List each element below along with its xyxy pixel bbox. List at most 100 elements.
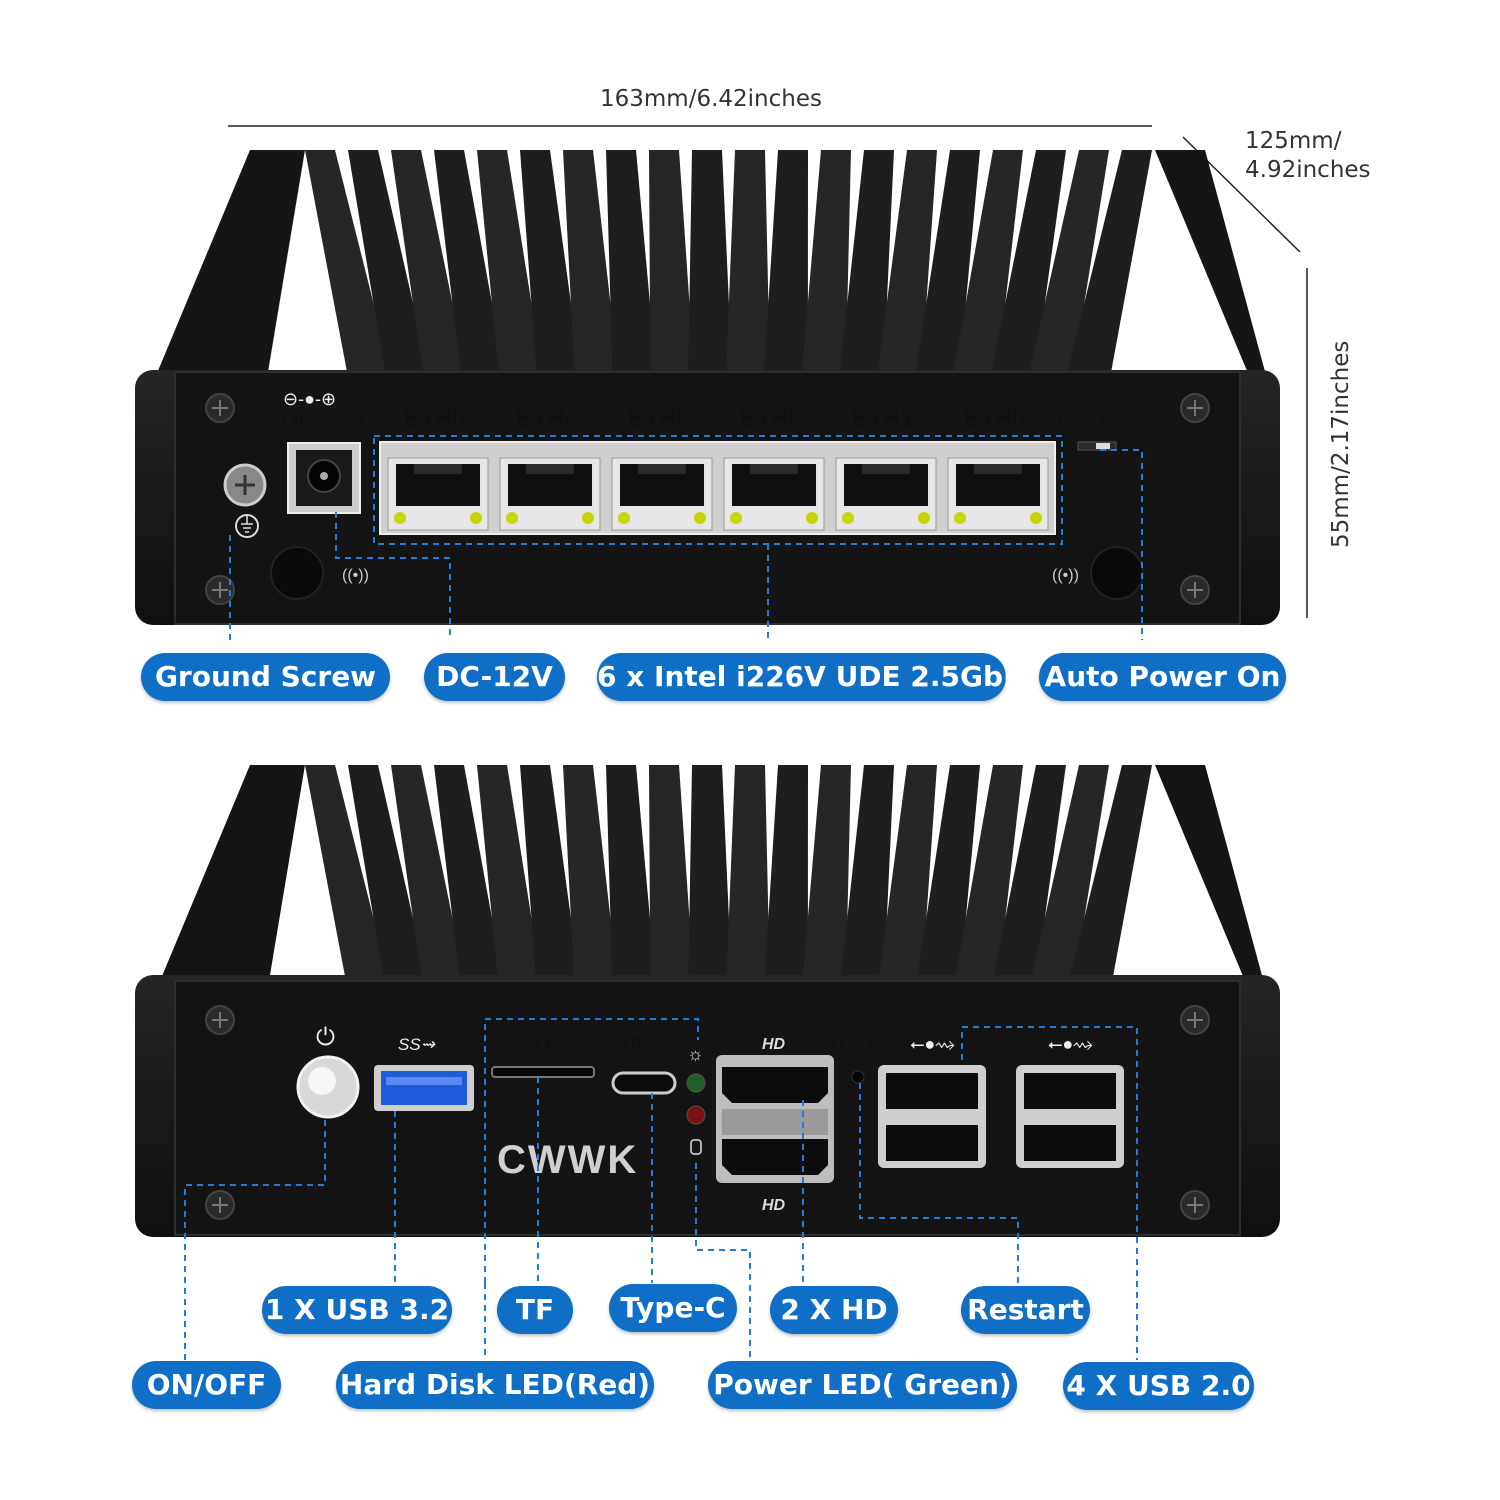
heatsink-fins-front	[150, 765, 1270, 1005]
heatsink-fin	[348, 765, 430, 990]
heatsink-fin	[391, 765, 468, 990]
ethernet-port-label: ETH4	[516, 405, 578, 432]
heatsink-fin	[434, 150, 506, 375]
callout-usb20: 4 X USB 2.0	[1063, 1362, 1254, 1410]
ethernet-port	[387, 457, 489, 531]
callout-typec: Type-C	[609, 1284, 737, 1332]
heatsink-fin	[688, 150, 733, 375]
heatsink-fin	[305, 150, 392, 375]
depth-dimension-line1: 125mm/	[1245, 128, 1342, 154]
heatsink-fin	[763, 150, 808, 375]
auto-power-switch-label: OFF ON	[1057, 412, 1129, 433]
heatsink-fin	[953, 150, 1023, 375]
logo-cwwk: CWWK	[497, 1138, 638, 1182]
callout-auto-power-on: Auto Power On	[1039, 653, 1286, 701]
ethernet-port	[723, 457, 825, 531]
heatsink-fin	[1066, 765, 1152, 990]
heatsink-fin	[1066, 150, 1152, 375]
heatsink-fin	[763, 765, 808, 990]
reset-hole	[851, 1070, 865, 1084]
hd-ports: HD HD	[716, 1036, 834, 1214]
callout-hdd-led: Hard Disk LED(Red)	[336, 1361, 654, 1409]
heatsink-fin	[305, 765, 392, 990]
heatsink-fin	[990, 150, 1066, 375]
reset-label: RST	[830, 1029, 878, 1056]
heatsink-fins	[150, 150, 1270, 390]
heatsink-fin	[649, 150, 695, 375]
heatsink-fin	[520, 765, 581, 990]
svg-text:⊖-●-⊕: ⊖-●-⊕	[283, 389, 336, 409]
depth-dimension-line2: 4.92inches	[1245, 157, 1371, 183]
svg-text:⏻: ⏻	[316, 1024, 335, 1051]
heatsink-fin	[391, 150, 468, 375]
ethernet-port	[611, 457, 713, 531]
ethernet-block	[379, 441, 1056, 535]
ethernet-port	[947, 457, 1049, 531]
heatsink-fin	[839, 150, 894, 375]
callout-usb32: 1 X USB 3.2	[262, 1286, 452, 1334]
ethernet-port	[499, 457, 601, 531]
heatsink-fin	[477, 765, 543, 990]
heatsink-fin	[434, 765, 506, 990]
callout-power-led: Power LED( Green)	[708, 1361, 1017, 1409]
heatsink-fin	[606, 150, 657, 375]
callout-ethernet: 6 x Intel i226V UDE 2.5GbE	[597, 653, 1022, 701]
heatsink-fin	[839, 765, 894, 990]
heatsink-fin	[801, 150, 851, 375]
heatsink-fin	[877, 765, 937, 990]
heatsink-fin	[1028, 150, 1109, 375]
heatsink-fin	[1028, 765, 1109, 990]
rear-device-illustration: ⊖-●-⊕ ((•)) ((•))	[135, 150, 1280, 640]
heatsink-fin	[877, 150, 937, 375]
svg-text:((•)): ((•))	[1052, 567, 1079, 584]
svg-text:HD: HD	[762, 1036, 786, 1053]
svg-text:SS⇝: SS⇝	[398, 1035, 436, 1054]
heatsink-fin	[649, 765, 695, 990]
ethernet-port-label: ETH5	[404, 405, 466, 432]
ground-screw	[223, 463, 267, 538]
usb20-ports: ⭠●⇝ ⭠●⇝	[878, 1034, 1124, 1168]
svg-text:HD: HD	[762, 1197, 786, 1214]
typec-port	[611, 1071, 677, 1095]
heatsink-fin	[688, 765, 733, 990]
tf-slot	[491, 1066, 595, 1078]
ethernet-port	[835, 457, 937, 531]
heatsink-fin	[477, 150, 543, 375]
ethernet-port-label: ETH1	[852, 405, 914, 432]
rear-leader-lines	[229, 435, 1143, 640]
callout-tf: TF	[497, 1286, 573, 1334]
hdd-led	[686, 1105, 706, 1125]
callout-restart: Restart	[961, 1286, 1090, 1334]
heatsink-fin	[563, 150, 619, 375]
heatsink-fin	[563, 765, 619, 990]
callout-on-off: ON/OFF	[132, 1361, 281, 1409]
heatsink-fin	[990, 765, 1066, 990]
callout-hd: 2 X HD	[770, 1286, 898, 1334]
dc-jack: ⊖-●-⊕	[283, 389, 361, 514]
ethernet-port-label: ETH2	[740, 405, 802, 432]
heatsink-fin	[801, 765, 851, 990]
callout-ground-screw: Ground Screw	[141, 653, 390, 701]
heatsink-fin	[953, 765, 1023, 990]
power-led	[686, 1073, 706, 1093]
ethernet-port-label: ETH0	[964, 405, 1026, 432]
typec-port-label: Type-C	[611, 1031, 673, 1052]
power-button-graphic: ⏻	[296, 1024, 360, 1119]
svg-text:((•)): ((•))	[342, 567, 369, 584]
heatsink-fin	[606, 765, 657, 990]
width-dimension: 163mm/6.42inches	[600, 86, 822, 112]
usb32-port-graphic: SS⇝	[374, 1035, 474, 1111]
heatsink-fin	[520, 150, 581, 375]
svg-text:☼: ☼	[687, 1044, 704, 1064]
heatsink-fin	[348, 150, 430, 375]
heatsink-fin	[726, 150, 770, 375]
svg-text:⭠●⇝: ⭠●⇝	[910, 1034, 955, 1054]
ethernet-port-label: ETH3	[628, 405, 690, 432]
callout-dc-12v: DC-12V	[424, 653, 565, 701]
heatsink-fin	[726, 765, 770, 990]
svg-text:⭠●⇝: ⭠●⇝	[1048, 1034, 1093, 1054]
front-leader-lines	[184, 1018, 1138, 1375]
dc-port-label: DC-12V	[281, 408, 367, 435]
front-device-illustration: ⏻ SS⇝ ☼ CWWK HD HD ⭠●⇝ ⭠●⇝	[135, 765, 1280, 1375]
tf-slot-label: TF	[531, 1030, 561, 1057]
